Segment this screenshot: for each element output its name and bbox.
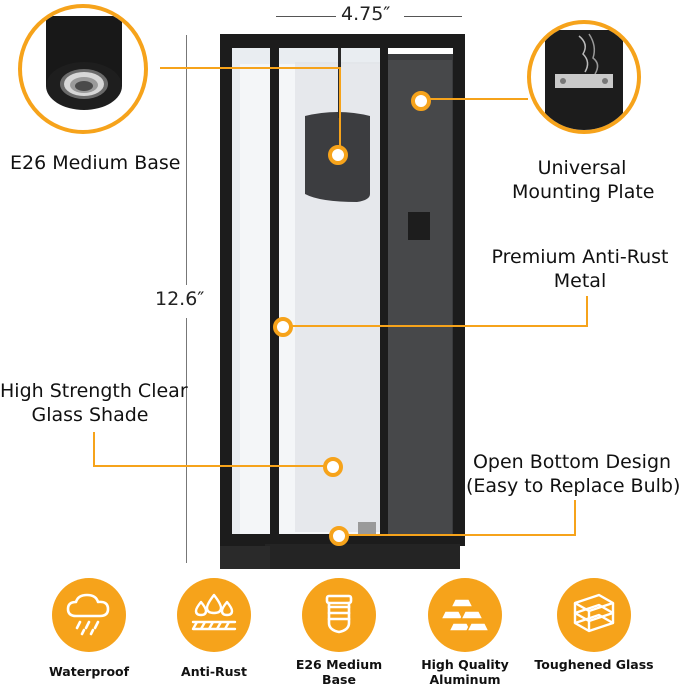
- mounting-callout-line1: Universal: [537, 157, 627, 179]
- glass-callout-line-h: [93, 465, 325, 467]
- bottom-callout-label: Open Bottom Design (Easy to Replace Bulb…: [466, 450, 679, 498]
- glass-callout-label: High Strength Clear Glass Shade: [0, 379, 188, 427]
- bottom-callout-line-v: [574, 500, 576, 536]
- bulb-socket-icon: [302, 578, 376, 652]
- feature-label-waterproof: Waterproof: [48, 664, 130, 679]
- height-dimension-line-top: [186, 35, 187, 285]
- height-dimension-line-bottom: [186, 318, 187, 563]
- width-dimension-line-right: [404, 16, 462, 17]
- metal-callout-dot: [273, 317, 293, 337]
- mounting-callout-label: Universal Mounting Plate: [512, 156, 655, 204]
- width-dimension-label: 4.75″: [341, 3, 391, 25]
- glass-panes-icon: [557, 578, 631, 652]
- feature-label-anti-rust: Anti-Rust: [181, 664, 247, 679]
- ingots-icon: [428, 578, 502, 652]
- feature-label-toughened-glass: Toughened Glass: [534, 657, 654, 672]
- socket-callout-dot: [328, 145, 348, 165]
- metal-callout-label: Premium Anti-Rust Metal: [480, 245, 679, 293]
- cloud-rain-icon: [52, 578, 126, 652]
- metal-callout-line-v: [586, 296, 588, 327]
- feature-label-aluminum: High Quality Aluminum: [421, 657, 509, 687]
- mounting-callout-line: [428, 98, 528, 100]
- glass-callout-dot: [323, 457, 343, 477]
- metal-callout-line1: Premium Anti-Rust: [491, 246, 669, 268]
- glass-callout-line1: High Strength Clear: [0, 380, 188, 402]
- glass-callout-line2: Glass Shade: [31, 404, 149, 426]
- socket-callout-label: E26 Medium Base: [10, 152, 181, 174]
- bottom-callout-line1: Open Bottom Design: [472, 451, 672, 473]
- wall-lantern-illustration: [220, 34, 465, 569]
- bottom-callout-line-h: [347, 534, 576, 536]
- mounting-callout-line2: Mounting Plate: [512, 181, 655, 203]
- metal-callout-line2: Metal: [553, 270, 607, 292]
- mounting-callout-dot: [411, 91, 431, 111]
- width-dimension-line-left: [276, 16, 336, 17]
- glass-callout-line-v: [93, 432, 95, 466]
- drops-shield-icon: [177, 578, 251, 652]
- socket-callout-line-v: [339, 67, 341, 153]
- feature-label-e26: E26 Medium Base: [295, 657, 383, 687]
- bottom-callout-line2: (Easy to Replace Bulb): [466, 475, 679, 497]
- socket-closeup-inset: [18, 4, 148, 134]
- socket-callout-line-h: [160, 67, 341, 69]
- metal-callout-line-h: [290, 325, 588, 327]
- mounting-plate-inset: [527, 20, 641, 134]
- height-dimension-label: 12.6″: [155, 288, 205, 310]
- bottom-callout-dot: [329, 526, 349, 546]
